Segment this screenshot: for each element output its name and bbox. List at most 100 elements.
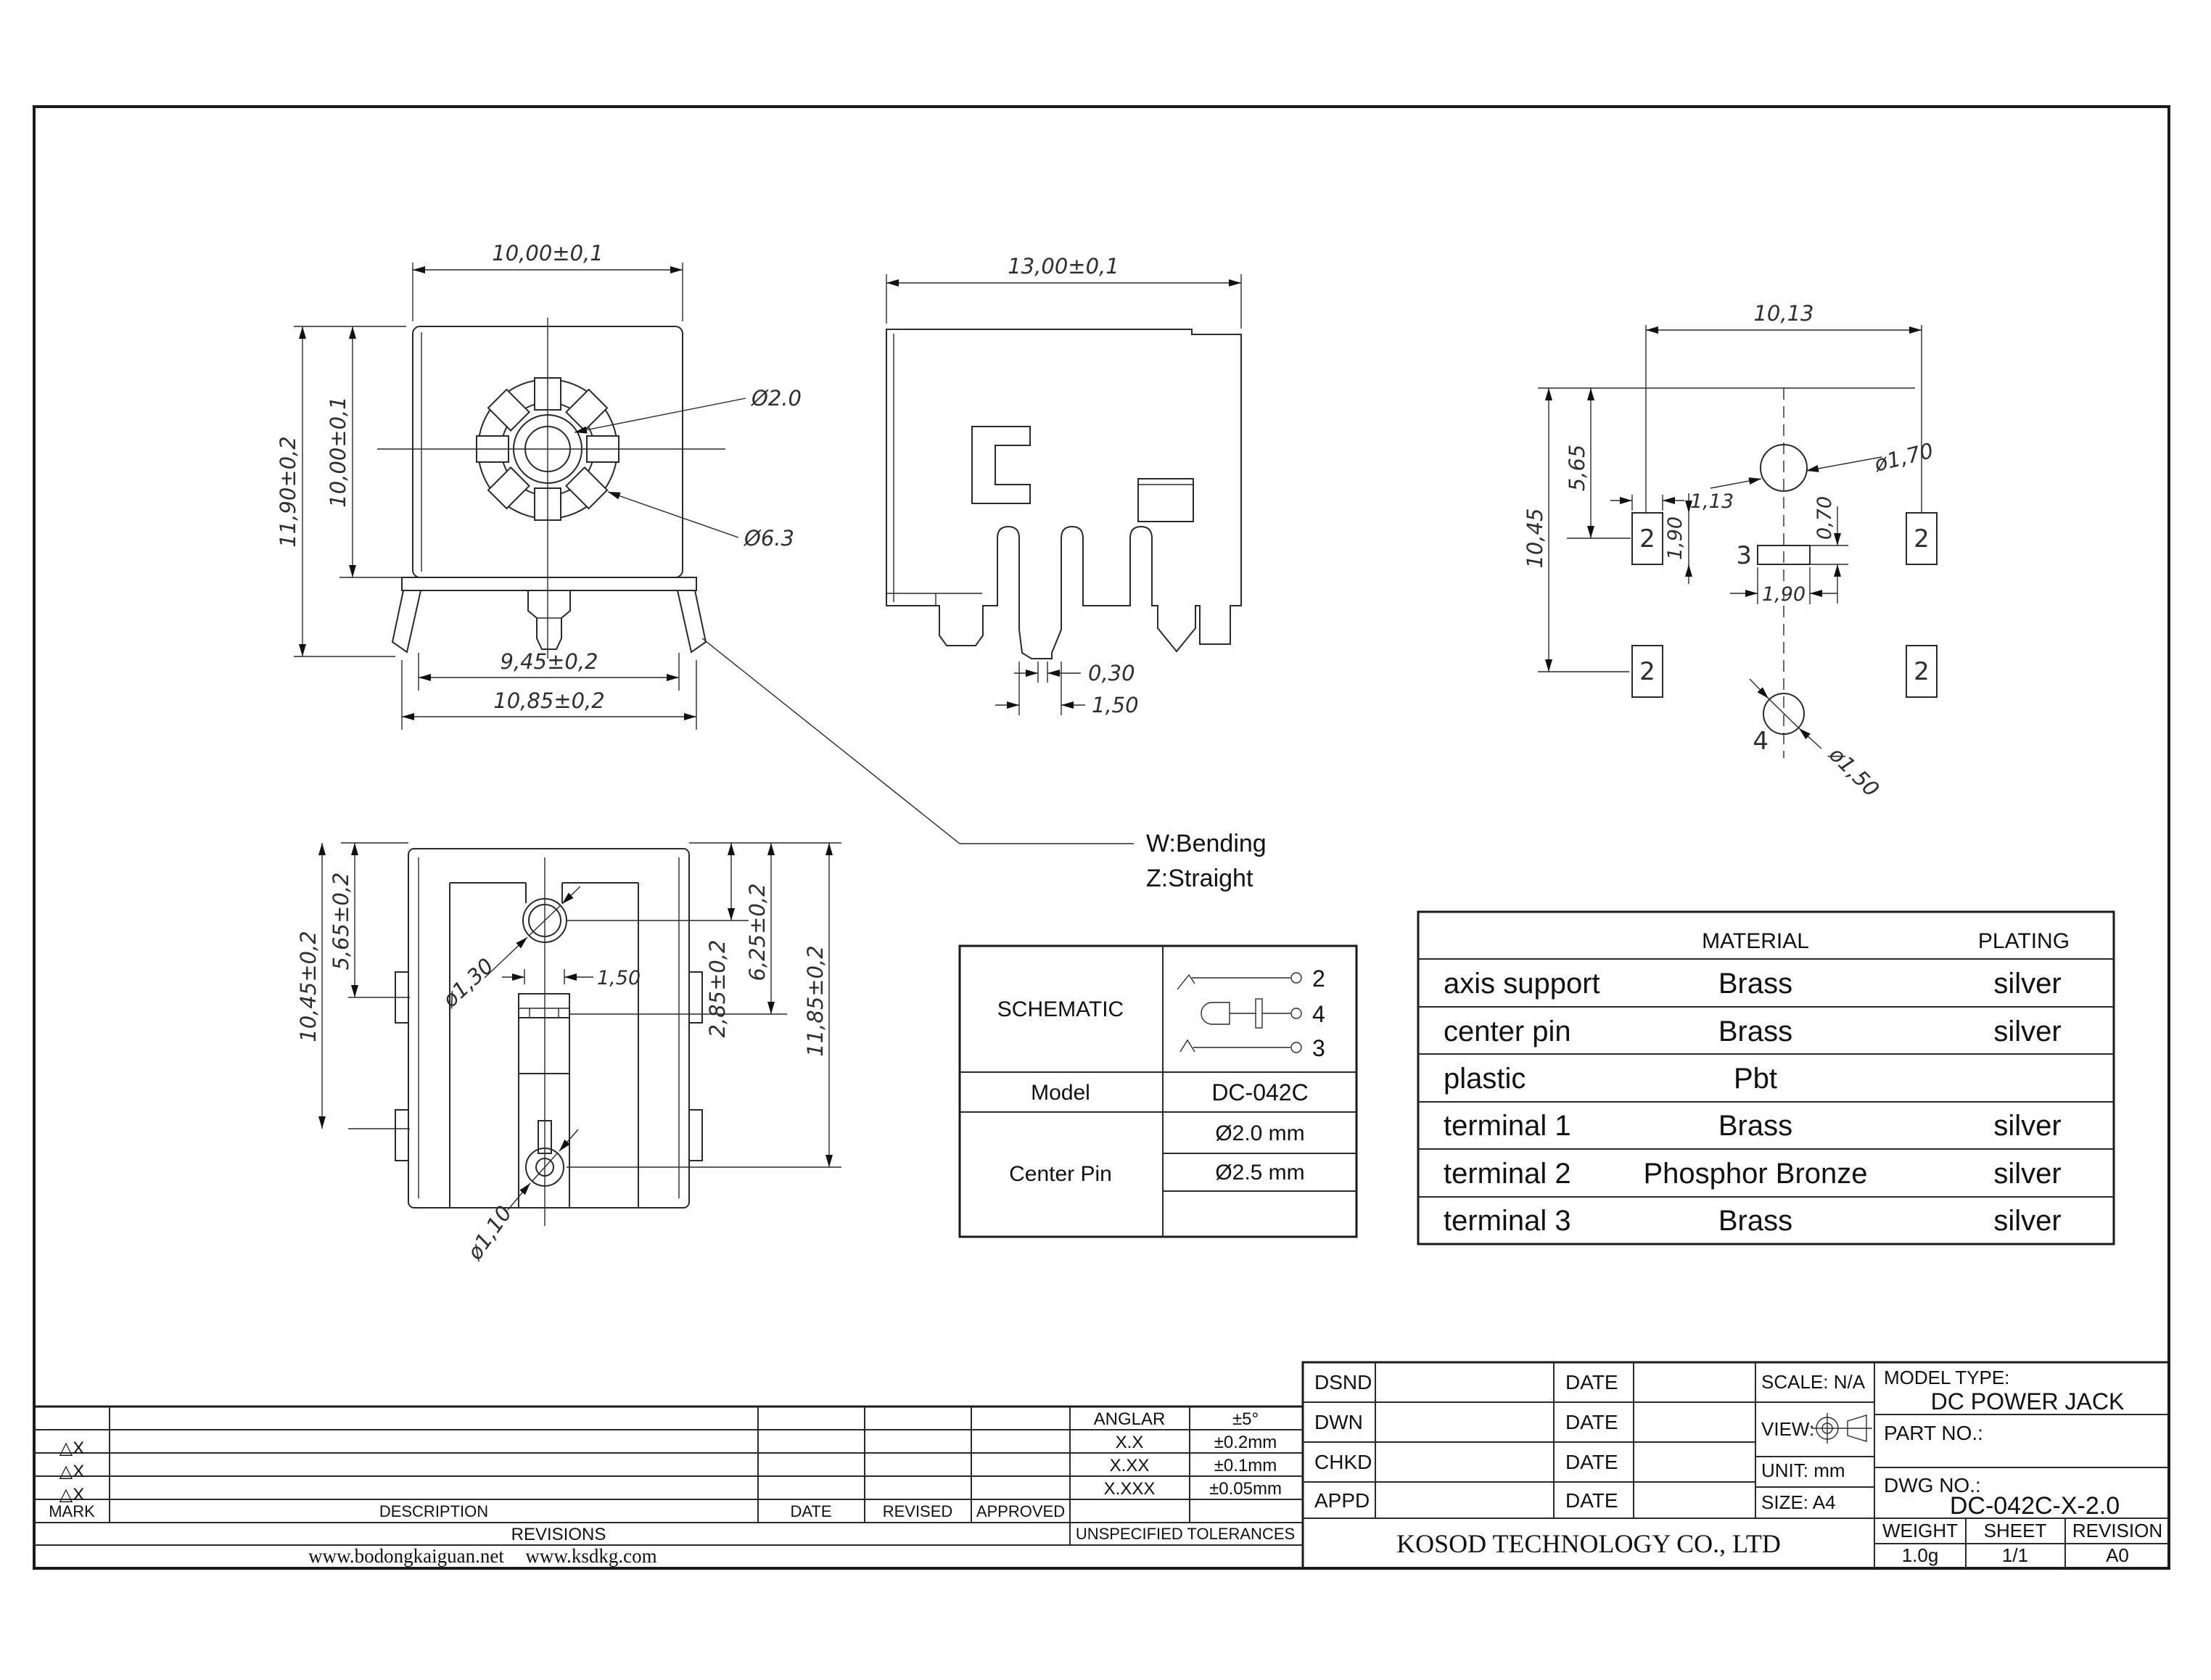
row-part: terminal 1 — [1444, 1110, 1571, 1142]
rear-ear-right-bottom — [688, 1109, 703, 1161]
dim-front-top: 10,00±0,1 — [492, 241, 603, 265]
row-part: terminal 2 — [1444, 1158, 1571, 1190]
dwg-no-label: DWG NO.: — [1884, 1474, 1981, 1496]
tol-key-anglar: ANGLAR — [1094, 1409, 1166, 1429]
row-material: Brass — [1718, 1205, 1792, 1237]
front-latch — [527, 590, 571, 650]
dim-pcb-height: 10,45 — [1523, 508, 1547, 568]
tol-key-xxxx: X.XXX — [1104, 1479, 1156, 1499]
dim-pcb-slot-w: 1,90 — [1762, 583, 1806, 606]
side-outline — [886, 329, 1242, 659]
dim-pcb-upper: 5,65 — [1565, 445, 1589, 492]
row-part: terminal 3 — [1444, 1205, 1571, 1237]
side-c-cutout — [971, 426, 1031, 504]
chkd-label: CHKD — [1314, 1451, 1372, 1473]
tol-val-xxx: ±0.1mm — [1214, 1456, 1277, 1475]
pad-2-bottom-right — [1906, 645, 1938, 698]
schematic-pin2: 2 — [1312, 965, 1325, 992]
tol-val-xxxx: ±0.05mm — [1209, 1479, 1282, 1499]
rear-dim-lines — [318, 842, 841, 1211]
rear-channel — [449, 882, 639, 1208]
dim-side-top: 13,00±0,1 — [1008, 254, 1119, 279]
dim-rear-right-mid: 6,25±0,2 — [745, 884, 770, 981]
dim-rear-hole-bottom: ø1,10 — [462, 1201, 517, 1265]
model-type-label: MODEL TYPE: — [1884, 1367, 2009, 1388]
row-plating: silver — [1993, 1110, 2061, 1142]
dim-rear-height-outer: 10,45±0,2 — [296, 931, 321, 1042]
rear-view: 10,45±0,2 5,65±0,2 ø1,30 1,50 2,85±0,2 6… — [296, 842, 841, 1265]
mark-triangle-1: △X — [59, 1438, 84, 1458]
revision-grid — [34, 1407, 1303, 1546]
scale-label: SCALE: N/A — [1761, 1371, 1866, 1393]
weight-label: WEIGHT — [1882, 1520, 1958, 1541]
pcb-slot-pin3 — [1757, 545, 1811, 565]
rear-ear-left-bottom — [395, 1109, 409, 1161]
row-plating: silver — [1993, 1158, 2061, 1190]
material-table: MATERIAL PLATING axis support Brass silv… — [1417, 910, 2115, 1245]
unit-label: UNIT: mm — [1761, 1459, 1845, 1481]
dim-pcb-pad-w: 1,13 — [1690, 490, 1734, 513]
revision-value: A0 — [2106, 1544, 2129, 1566]
website-2: www.ksdkg.com — [525, 1545, 656, 1567]
size-label: SIZE: A4 — [1761, 1491, 1836, 1513]
pad4-label: 4 — [1753, 727, 1769, 756]
weight-value: 1.0g — [1902, 1544, 1939, 1566]
dsnd-label: DSND — [1314, 1371, 1372, 1393]
pcb-layout-view: 2 2 2 2 3 4 10,13 10,45 5,65 1,13 1,90 ø… — [1523, 301, 1938, 802]
dim-pcb-top: 10,13 — [1753, 301, 1813, 326]
model-type-value: DC POWER JACK — [1931, 1388, 2125, 1415]
company-name: KOSOD TECHNOLOGY CO., LTD — [1396, 1529, 1781, 1558]
dim-rear-slot-w: 1,50 — [597, 967, 641, 989]
rear-ear-right-top — [688, 971, 703, 1024]
front-flange — [401, 577, 697, 591]
website-1: www.bodongkaiguan.net — [308, 1545, 504, 1567]
tol-val-anglar: ±5° — [1232, 1409, 1259, 1429]
part-no-label: PART NO.: — [1884, 1422, 1983, 1444]
leader-barrel-label: Ø6.3 — [744, 526, 794, 551]
pcb-dim-lines — [1610, 456, 1882, 749]
mark-triangle-2: △X — [59, 1462, 84, 1481]
description-header: DESCRIPTION — [379, 1502, 488, 1520]
tol-key-xx: X.X — [1116, 1433, 1144, 1452]
pad-2-bottom-left — [1631, 645, 1663, 698]
center-pin-d2: Ø2.5 mm — [1215, 1161, 1304, 1185]
dim-pcb-hole-bottom: ø1,50 — [1824, 741, 1884, 802]
row-material: Phosphor Bronze — [1643, 1158, 1867, 1190]
date-label-2: DATE — [1565, 1411, 1618, 1433]
row-material: Brass — [1718, 968, 1792, 1000]
dim-pcb-pad-h: 1,90 — [1664, 516, 1687, 560]
row-material: Brass — [1718, 1110, 1792, 1142]
mark-header: MARK — [49, 1502, 95, 1520]
front-dim-lines — [294, 263, 746, 730]
pad2-label-4: 2 — [1914, 657, 1930, 686]
dim-front-height-outer: 11,90±0,2 — [276, 436, 300, 547]
revision-block: △X △X △X MARK DESCRIPTION DATE REVISED A… — [34, 1405, 1303, 1567]
dim-side-pin-width: 1,50 — [1092, 693, 1139, 717]
revision-label: REVISION — [2072, 1520, 2162, 1541]
dim-pcb-slot-h: 0,70 — [1813, 496, 1836, 540]
front-right-leg — [676, 590, 707, 654]
page-border — [33, 105, 2170, 1570]
date-label-3: DATE — [1565, 1451, 1618, 1473]
dim-rear-hole-top: ø1,30 — [437, 953, 498, 1013]
row-plating: silver — [1993, 1016, 2061, 1047]
side-view: 13,00±0,1 0,30 1,50 — [886, 254, 1242, 717]
note-bending: W:Bending — [1146, 830, 1267, 857]
pad-2-top-left — [1631, 512, 1663, 565]
pad3-label: 3 — [1736, 541, 1752, 570]
appd-label: APPD — [1314, 1489, 1370, 1512]
revisions-label: REVISIONS — [511, 1525, 606, 1544]
schematic-symbol: 2 4 3 — [1177, 965, 1325, 1061]
title-block: DSND DWN CHKD APPD DATE DATE DATE DATE S… — [1301, 1361, 2170, 1570]
dim-front-height-inner: 10,00±0,1 — [326, 396, 350, 507]
pcb-hole-pin4 — [1763, 693, 1805, 735]
schematic-pin3: 3 — [1312, 1035, 1325, 1061]
date-label-4: DATE — [1565, 1489, 1618, 1512]
schematic-label: SCHEMATIC — [997, 997, 1124, 1021]
dim-front-bottom-outer: 10,85±0,2 — [493, 688, 604, 713]
side-dim-lines — [886, 274, 1242, 715]
sheet-label: SHEET — [1984, 1520, 2047, 1541]
center-pin-label: Center Pin — [1009, 1162, 1112, 1186]
pad2-label-3: 2 — [1639, 657, 1655, 686]
